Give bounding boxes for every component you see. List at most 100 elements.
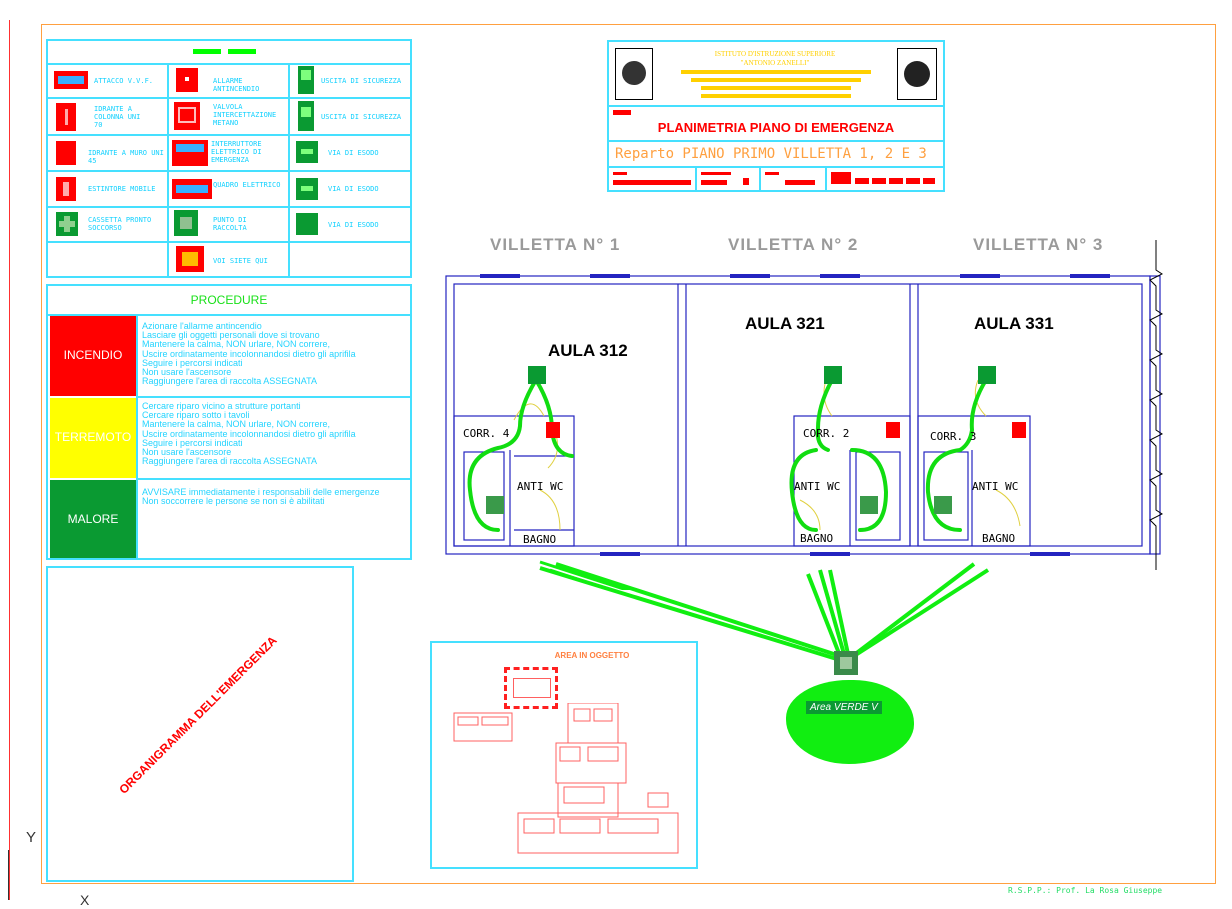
title-divider-2 bbox=[609, 140, 943, 142]
procedure-divider-1 bbox=[138, 396, 410, 398]
punto-raccolta-icon bbox=[174, 210, 198, 236]
procedures-title: PROCEDURE bbox=[48, 286, 410, 316]
legend-hline-3 bbox=[48, 170, 410, 172]
anti-wc-3-label: ANTI WC bbox=[972, 480, 1019, 493]
assembly-area-label: Area VERDE V bbox=[806, 701, 882, 714]
legend-label-17: VOI SIETE QUI bbox=[213, 257, 268, 265]
attacco-vvf-icon bbox=[54, 71, 88, 89]
procedure-terremoto-text: Cercare riparo vicino a strutture portan… bbox=[142, 401, 356, 467]
procedure-malore-text: AVVISARE immediatamente i responsabili d… bbox=[142, 487, 380, 507]
aula-331-label: AULA 331 bbox=[974, 314, 1054, 333]
title-footer-marks bbox=[609, 168, 943, 190]
uscita-sicurezza-icon bbox=[298, 66, 314, 94]
procedure-divider-2 bbox=[138, 478, 410, 480]
legend-panel: ATTACCO V.V.F. ALLARME ANTINCENDIO USCIT… bbox=[46, 39, 412, 278]
legend-hline-2 bbox=[48, 134, 410, 136]
legend-label-9: VIA DI ESODO bbox=[328, 149, 379, 157]
institute-line-2: "ANTONIO ZANELLI" bbox=[740, 59, 810, 67]
assembly-area-cloud bbox=[786, 680, 914, 764]
via-esodo-3-icon bbox=[296, 213, 318, 235]
anti-wc-1-label: ANTI WC bbox=[517, 480, 564, 493]
estintore-icon bbox=[56, 177, 76, 201]
legend-header bbox=[48, 41, 410, 65]
legend-vline-1 bbox=[167, 63, 169, 276]
campus-map-drawing bbox=[453, 703, 679, 854]
evacuation-lines bbox=[539, 562, 990, 662]
villetta-1-label: VILLETTA N° 1 bbox=[490, 235, 621, 254]
idrante-muro-icon bbox=[56, 141, 76, 165]
school-seal-icon bbox=[615, 48, 653, 100]
title-red-mark bbox=[613, 110, 631, 115]
valvola-metano-icon bbox=[174, 102, 200, 130]
villetta-3-label: VILLETTA N° 3 bbox=[973, 235, 1104, 254]
axis-x-label: X bbox=[80, 892, 90, 908]
organigramma-label: ORGANIGRAMMA DELL'EMERGENZA bbox=[116, 633, 280, 797]
legend-label-15: VIA DI ESODO bbox=[328, 221, 379, 229]
red-axis-line bbox=[9, 20, 10, 900]
legend-hline-4 bbox=[48, 206, 410, 208]
uscita-sicurezza-2-icon bbox=[298, 101, 314, 131]
institute-bars bbox=[681, 70, 871, 98]
organigramma-panel: ORGANIGRAMMA DELL'EMERGENZA bbox=[46, 566, 354, 882]
aula-321-label: AULA 321 bbox=[745, 314, 825, 333]
area-map-title: AREA IN OGGETTO bbox=[554, 651, 630, 660]
rspp-credit: R.S.P.P.: Prof. La Rosa Giuseppe bbox=[1008, 886, 1163, 895]
bagno-2-label: BAGNO bbox=[800, 532, 834, 545]
legend-grid: ATTACCO V.V.F. ALLARME ANTINCENDIO USCIT… bbox=[48, 63, 410, 276]
procedure-terremoto-label-box: TERREMOTO bbox=[50, 398, 136, 478]
legend-hline-1 bbox=[48, 97, 410, 99]
legend-header-mark bbox=[193, 49, 221, 54]
voi-siete-qui-icon bbox=[176, 246, 204, 272]
assembly-point-icon bbox=[834, 651, 858, 675]
institute-line-1: ISTITUTO D'ISTRUZIONE SUPERIORE bbox=[714, 50, 836, 58]
legend-label-5: VALVOLA INTERCETTAZIONE METANO bbox=[213, 103, 277, 127]
procedure-malore-label-box: MALORE bbox=[50, 480, 136, 558]
title-divider-1 bbox=[609, 105, 943, 107]
legend-label-10: ESTINTORE MOBILE bbox=[88, 185, 156, 193]
procedure-incendio-label-box: INCENDIO bbox=[50, 316, 136, 396]
plan-title: PLANIMETRIA PIANO DI EMERGENZA bbox=[657, 120, 895, 135]
procedure-incendio-label: INCENDIO bbox=[63, 348, 123, 362]
legend-label-14: PUNTO DI RACCOLTA bbox=[213, 216, 247, 232]
reparto-text: Reparto PIANO PRIMO VILLETTA 1, 2 E 3 bbox=[615, 146, 927, 162]
anti-wc-2-label: ANTI WC bbox=[794, 480, 841, 493]
legend-header-mark-2 bbox=[228, 49, 256, 54]
corr-4-label: CORR. 4 bbox=[463, 427, 510, 440]
republic-emblem-icon bbox=[897, 48, 937, 100]
axis-y-label: Y bbox=[26, 829, 37, 846]
legend-label-13: CASSETTA PRONTO SOCCORSO bbox=[88, 216, 152, 232]
corr-2-label: CORR. 2 bbox=[803, 427, 850, 440]
procedure-malore-label: MALORE bbox=[67, 512, 119, 526]
bagno-3-label: BAGNO bbox=[982, 532, 1016, 545]
procedure-terremoto-label: TERREMOTO bbox=[54, 430, 132, 444]
procedure-vline bbox=[136, 314, 138, 558]
legend-vline-2 bbox=[288, 63, 290, 276]
interruttore-emergenza-icon bbox=[172, 140, 208, 166]
procedure-incendio-text: Azionare l'allarme antincendio Lasciare … bbox=[142, 321, 356, 387]
axis-y-line bbox=[8, 850, 9, 900]
title-divider-3 bbox=[609, 166, 943, 168]
legend-label-12: VIA DI ESODO bbox=[328, 185, 379, 193]
corr-3-label: CORR. 3 bbox=[930, 430, 977, 443]
title-block: ISTITUTO D'ISTRUZIONE SUPERIORE "ANTONIO… bbox=[607, 40, 945, 192]
area-map-panel: AREA IN OGGETTO bbox=[430, 641, 698, 869]
bagno-1-label: BAGNO bbox=[523, 533, 557, 546]
drawing-frame bbox=[41, 24, 1216, 884]
villetta-2-label: VILLETTA N° 2 bbox=[728, 235, 859, 254]
legend-label-3: USCITA DI SICUREZZA bbox=[321, 77, 402, 85]
legend-hline-5 bbox=[48, 241, 410, 243]
via-esodo-icon bbox=[296, 141, 318, 163]
area-in-oggetto-marker bbox=[504, 667, 558, 709]
legend-label-8: INTERRUTTORE ELETTRICO DI EMERGENZA bbox=[211, 140, 262, 164]
legend-label-2: ALLARME ANTINCENDIO bbox=[213, 77, 260, 93]
legend-label-4: IDRANTE A COLONNA UNI 70 bbox=[94, 105, 141, 129]
pronto-soccorso-icon bbox=[56, 212, 78, 236]
legend-label-11: QUADRO ELETTRICO bbox=[213, 181, 281, 189]
quadro-elettrico-icon bbox=[172, 179, 212, 199]
legend-label-7: IDRANTE A MURO UNI 45 bbox=[88, 149, 164, 165]
legend-label-1: ATTACCO V.V.F. bbox=[94, 77, 154, 85]
floor-plan bbox=[445, 240, 1163, 590]
procedures-panel: PROCEDURE INCENDIO Azionare l'allarme an… bbox=[46, 284, 412, 560]
allarme-antincendio-icon bbox=[176, 68, 198, 92]
aula-312-label: AULA 312 bbox=[548, 341, 628, 360]
